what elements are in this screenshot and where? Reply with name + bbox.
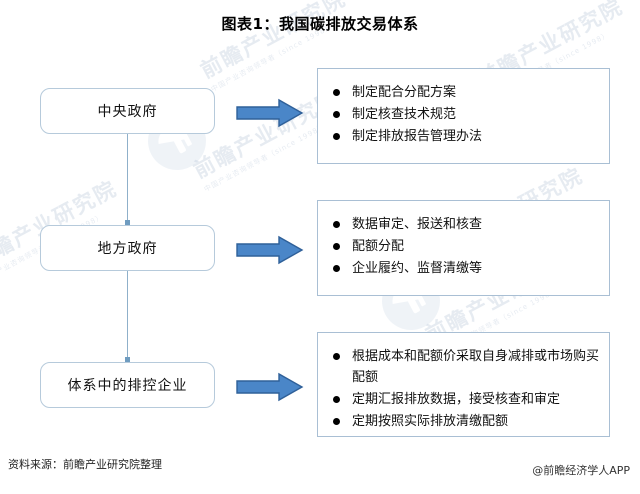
actor-box-local-government[interactable]: 地方政府 bbox=[40, 225, 215, 271]
arrow-right-icon-central-government bbox=[236, 98, 304, 128]
detail-box-central-government: 制定配合分配方案 制定核查技术规范 制定排放报告管理办法 bbox=[317, 68, 610, 164]
detail-box-covered-enterprises: 根据成本和配额价采取自身减排或市场购买配额 定期汇报排放数据，接受核查和审定 定… bbox=[317, 332, 610, 437]
list-item: 企业履约、监督清缴等 bbox=[330, 258, 599, 279]
actor-box-covered-enterprises[interactable]: 体系中的排控企业 bbox=[40, 362, 215, 408]
list-item: 数据审定、报送和核查 bbox=[330, 214, 599, 235]
arrow-right-icon-covered-enterprises bbox=[236, 372, 304, 402]
list-item: 定期按照实际排放清缴配额 bbox=[330, 411, 599, 432]
footer-brand: @前瞻经济学人APP bbox=[532, 464, 630, 477]
connector-central-to-local bbox=[125, 134, 130, 225]
actor-label: 中央政府 bbox=[97, 104, 158, 120]
list-item: 制定核查技术规范 bbox=[330, 104, 599, 125]
list-item: 根据成本和配额价采取自身减排或市场购买配额 bbox=[330, 346, 599, 388]
arrow-right-icon-local-government bbox=[236, 235, 304, 265]
list-item: 制定配合分配方案 bbox=[330, 82, 599, 103]
actor-label: 体系中的排控企业 bbox=[67, 378, 188, 394]
bullet-list: 根据成本和配额价采取自身减排或市场购买配额 定期汇报排放数据，接受核查和审定 定… bbox=[330, 346, 599, 432]
bullet-list: 数据审定、报送和核查 配额分配 企业履约、监督清缴等 bbox=[330, 214, 599, 279]
list-item: 配额分配 bbox=[330, 236, 599, 257]
list-item: 定期汇报排放数据，接受核查和审定 bbox=[330, 389, 599, 410]
connector-local-to-enterprises bbox=[125, 271, 130, 362]
actor-label: 地方政府 bbox=[97, 241, 158, 257]
footer-source: 资料来源：前瞻产业研究院整理 bbox=[8, 458, 162, 471]
list-item: 制定排放报告管理办法 bbox=[330, 126, 599, 147]
detail-box-local-government: 数据审定、报送和核查 配额分配 企业履约、监督清缴等 bbox=[317, 200, 610, 296]
page-title: 图表1：我国碳排放交易体系 bbox=[221, 15, 419, 33]
actor-box-central-government[interactable]: 中央政府 bbox=[40, 88, 215, 134]
bullet-list: 制定配合分配方案 制定核查技术规范 制定排放报告管理办法 bbox=[330, 82, 599, 147]
